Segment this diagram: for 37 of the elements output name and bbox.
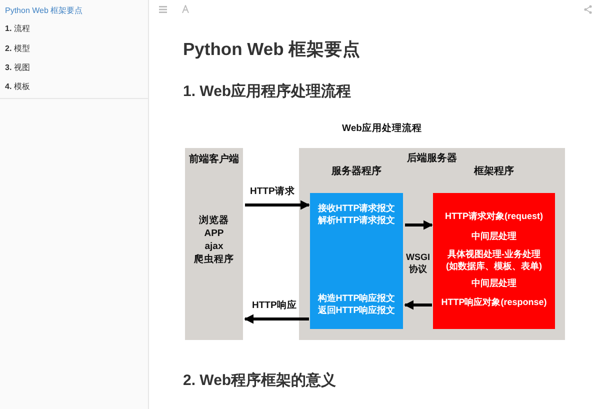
arrow	[245, 200, 310, 210]
box-text: 返回HTTP响应报文	[316, 304, 396, 316]
box-text: 中间层处理	[470, 277, 518, 290]
box-text: 接收HTTP请求报文	[316, 202, 396, 214]
box-text: APP	[203, 228, 225, 241]
box-text: ajax	[204, 241, 224, 254]
box-heading: 框架程序	[472, 165, 515, 178]
sidebar-link: Python Web 框架要点	[5, 5, 83, 16]
box-heading: 后端服务器	[406, 152, 458, 166]
arrow	[404, 300, 432, 310]
protocol-label: WSGI 协议	[405, 251, 431, 276]
box-text: 具体视图处理-业务处理 (如数据库、模板、表单)	[445, 248, 543, 272]
arrow	[244, 314, 309, 324]
box-text: 中间层处理	[470, 230, 518, 242]
server-program-box	[310, 165, 403, 329]
diagram-title: Web应用处理流程	[341, 122, 423, 135]
box-heading: 前端客户端	[188, 153, 240, 166]
box-heading: 服务器程序	[330, 165, 382, 178]
box-text: HTTP响应对象(response)	[440, 296, 548, 308]
page-heading: Python Web 框架要点	[183, 38, 361, 61]
section-heading: 1. Web应用程序处理流程	[183, 82, 352, 101]
section-heading: 2. Web程序框架的意义	[183, 371, 336, 390]
box-text: HTTP请求对象(request)	[444, 210, 544, 222]
framework-box	[433, 165, 555, 329]
sidebar-link: 4. 模板	[5, 81, 30, 92]
sidebar-link: 3. 视图	[5, 62, 30, 73]
sidebar-link: 2. 模型	[5, 43, 30, 54]
sidebar-link: 1. 流程	[5, 23, 30, 34]
box-text: 浏览器	[198, 215, 230, 228]
server-panel	[299, 148, 565, 340]
client-panel	[185, 148, 243, 340]
box-text: 爬虫程序	[193, 254, 235, 267]
box-text: 解析HTTP请求报文	[316, 214, 396, 226]
edge-label: HTTP请求	[250, 185, 295, 198]
box-text: 构造HTTP响应报文	[316, 292, 396, 304]
arrow	[405, 220, 433, 230]
edge-label: HTTP响应	[252, 299, 297, 312]
